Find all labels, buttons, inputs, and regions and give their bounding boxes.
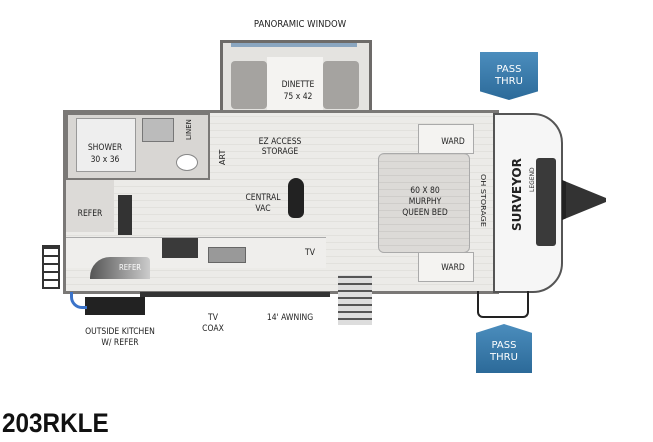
- kitchen-sink: [208, 247, 246, 263]
- ward-top-label: WARD: [441, 137, 465, 147]
- tv-coax-label-1: TV: [208, 313, 218, 323]
- badge-line2: THRU: [490, 351, 518, 363]
- entertainment-cabinet: [118, 195, 132, 235]
- small-refer-label: REFER: [119, 263, 141, 272]
- ward-bottom: [418, 252, 474, 282]
- dinette-label: DINETTE: [281, 80, 315, 90]
- small-refer: [90, 257, 150, 279]
- awning: [140, 292, 330, 297]
- central-vac-label: CENTRAL: [245, 193, 281, 203]
- shower-label: SHOWER: [87, 143, 123, 153]
- badge-line2: THRU: [495, 76, 523, 87]
- vac-label: VAC: [255, 204, 271, 214]
- hitch-icon: [562, 180, 606, 220]
- w-refer-label: W/ REFER: [101, 338, 139, 348]
- shower-size: 30 x 36: [90, 155, 120, 165]
- pass-thru-badge-top: PASS THRU: [480, 52, 538, 100]
- rear-ladder: [42, 245, 60, 289]
- tv-coax-label-2: COAX: [202, 324, 224, 334]
- bed-size: 60 X 80: [410, 186, 440, 196]
- refer-label: REFER: [77, 209, 103, 219]
- pass-thru-storage-door: [477, 291, 529, 318]
- dinette-bench-left: [231, 61, 267, 109]
- refer: [66, 180, 114, 232]
- dinette-table: [267, 57, 323, 113]
- ward-bottom-label: WARD: [441, 263, 465, 273]
- oh-storage-label: OH STORAGE: [479, 173, 488, 227]
- model-name: 203RKLE: [2, 408, 109, 438]
- footprint-icon: [288, 178, 304, 218]
- ez-access-label: EZ ACCESS: [258, 137, 302, 147]
- sink: [142, 118, 174, 142]
- outside-kitchen: [85, 297, 145, 315]
- dinette-bench-right: [323, 61, 359, 109]
- front-window: [536, 158, 556, 246]
- murphy-bed: [378, 153, 470, 253]
- entry-steps: [338, 275, 372, 325]
- bed-name: QUEEN BED: [402, 208, 448, 218]
- shower: [76, 118, 136, 172]
- stove: [162, 238, 198, 258]
- pass-thru-badge-bottom: PASS THRU: [476, 324, 532, 373]
- tv-label: TV: [305, 248, 315, 258]
- toilet: [176, 154, 198, 171]
- bed-type: MURPHY: [408, 197, 442, 207]
- dinette-slideout: [220, 40, 372, 118]
- outside-kitchen-label: OUTSIDE KITCHEN: [85, 327, 155, 337]
- badge-line1: PASS: [491, 339, 517, 351]
- storage-label: STORAGE: [261, 147, 299, 157]
- dinette-size: 75 x 42: [283, 92, 313, 102]
- brand-logo: SURVEYOR: [510, 158, 524, 232]
- art-label: ART: [218, 149, 227, 165]
- badge-line1: PASS: [496, 64, 522, 75]
- sewer-hose-icon: [70, 292, 87, 309]
- awning-label: 14' AWNING: [266, 313, 314, 323]
- panoramic-window: [231, 43, 357, 47]
- panoramic-window-label: PANORAMIC WINDOW: [253, 19, 347, 30]
- linen-label: LINEN: [185, 119, 193, 141]
